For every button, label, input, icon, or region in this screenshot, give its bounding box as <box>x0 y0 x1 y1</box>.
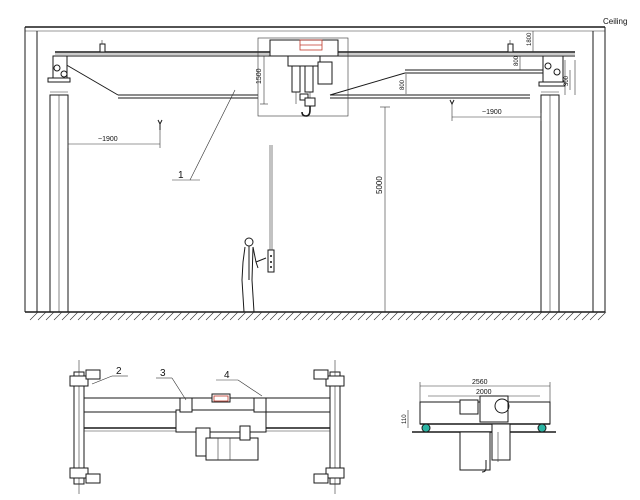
beam-brackets <box>99 40 514 53</box>
svg-text:800: 800 <box>514 55 520 66</box>
svg-text:1: 1 <box>178 170 184 181</box>
svg-text:5000: 5000 <box>375 176 384 194</box>
plan-trolley <box>175 393 267 461</box>
dim-span-outer: 2560 <box>419 379 551 402</box>
left-building-wall <box>24 27 38 312</box>
plan-right-end-carriage <box>325 360 345 494</box>
callout-3: 3 <box>156 368 187 401</box>
svg-text:2: 2 <box>116 366 122 377</box>
hoist-trolley <box>257 37 349 117</box>
plan-left-end-carriage <box>69 360 89 494</box>
dim-side-height: 110 <box>402 410 409 428</box>
callout-1: 1 <box>172 89 236 181</box>
svg-text:1800: 1800 <box>527 32 533 46</box>
lower-beam-right <box>329 69 557 99</box>
lower-beam-left <box>57 59 258 99</box>
svg-text:1500: 1500 <box>256 68 263 84</box>
callout-4: 4 <box>216 370 263 397</box>
dim-end-offset: 800 <box>514 55 521 70</box>
ceiling-label: Ceiling <box>603 17 627 26</box>
left-end-truck <box>47 55 71 83</box>
svg-text:110: 110 <box>402 414 408 424</box>
side-hoist <box>459 395 511 473</box>
svg-text:2560: 2560 <box>472 379 488 386</box>
svg-text:2000: 2000 <box>476 389 492 396</box>
plan-view: 2 3 4 <box>69 360 345 494</box>
dim-side-offset: 300 <box>564 70 571 90</box>
svg-text:3: 3 <box>160 368 166 379</box>
right-column <box>540 91 560 313</box>
dim-rail-height: 800 <box>400 74 407 94</box>
elevation-view: Ceiling <box>24 17 627 321</box>
svg-text:~1900: ~1900 <box>482 109 502 116</box>
hook-icon <box>301 97 316 117</box>
wheel-icon <box>421 423 547 433</box>
left-column <box>49 91 69 313</box>
dim-hook-range: 1500 <box>256 55 268 105</box>
svg-text:4: 4 <box>224 370 230 381</box>
svg-text:800: 800 <box>400 79 406 90</box>
side-view: 2560 2000 110 <box>402 379 556 473</box>
dim-left-approach: ~1900 <box>67 119 163 148</box>
pendant-control-icon <box>267 145 275 273</box>
right-end-truck <box>538 55 576 95</box>
svg-text:~1900: ~1900 <box>98 136 118 143</box>
callout-2: 2 <box>91 366 128 385</box>
dim-right-approach: ~1900 <box>449 99 542 121</box>
right-building-wall <box>592 27 606 312</box>
motor-icon <box>85 369 329 484</box>
svg-text:300: 300 <box>564 75 570 86</box>
floor <box>25 311 607 321</box>
operator-figure-icon <box>241 237 267 313</box>
dim-span-inner: 2000 <box>428 389 540 397</box>
dim-lift-height: 5000 <box>375 106 390 312</box>
dim-top-clearance: 1800 <box>527 31 534 52</box>
